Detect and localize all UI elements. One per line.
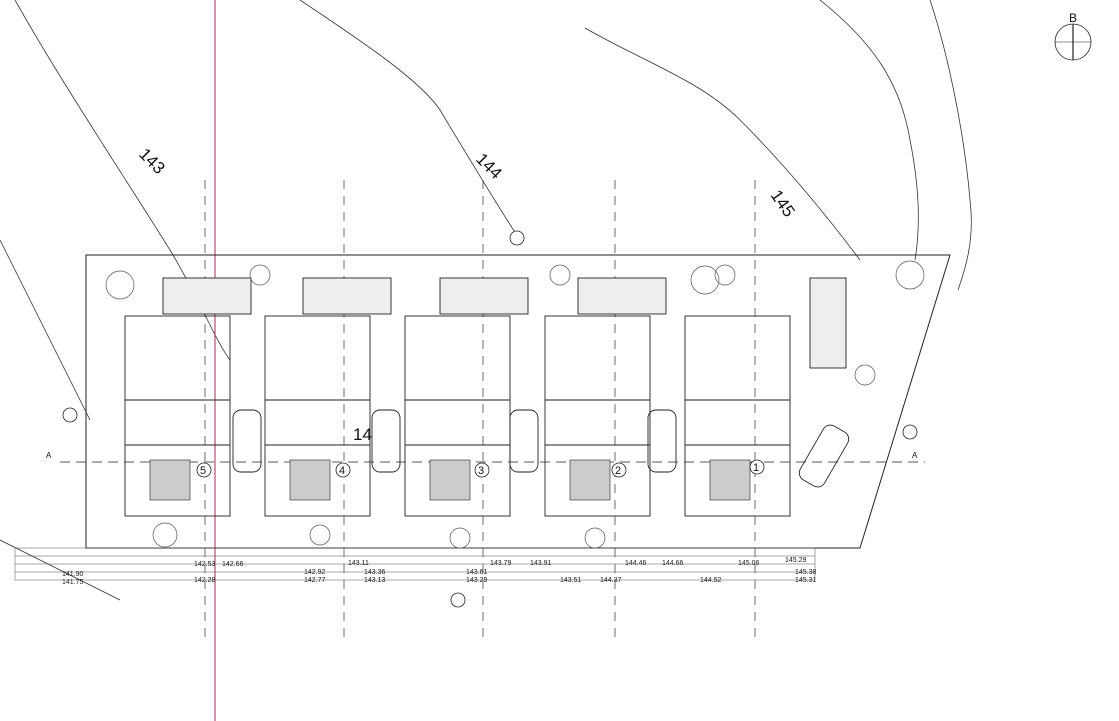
spot-level: 143.29 [466, 577, 488, 584]
section-circle-markers [62, 230, 918, 608]
spot-level: 142.28 [194, 577, 216, 584]
spot-level: 141.90 [62, 571, 84, 578]
spot-level: 142.92 [304, 569, 326, 576]
spot-level: 143.91 [530, 560, 552, 567]
section-marker-a-right: A [912, 451, 918, 460]
cars [232, 409, 850, 488]
contour-label-14: 14 [353, 425, 372, 444]
spot-level: 144.46 [625, 560, 647, 567]
contour-label-145: 145 [767, 186, 799, 220]
contour-label-143: 143 [135, 144, 168, 177]
unit-numbers: 5 4 3 2 1 [196, 459, 765, 478]
unit-number-2: 2 [615, 465, 621, 477]
pools [162, 277, 847, 369]
contour-label-144: 144 [472, 149, 505, 182]
spot-level: 142.53 [194, 561, 216, 568]
site-boundary [85, 254, 951, 549]
spot-level: 145.29 [785, 557, 807, 564]
section-marker-a-left: A [46, 451, 52, 460]
spot-level: 143.36 [364, 569, 386, 576]
spot-level: 143.61 [466, 569, 488, 576]
spot-level: 143.51 [560, 577, 582, 584]
spot-level: 145.06 [738, 560, 760, 567]
spot-level: 145.31 [795, 577, 817, 584]
unit-number-1: 1 [753, 462, 759, 474]
unit-number-5: 5 [200, 465, 206, 477]
spot-level: 142.66 [222, 561, 244, 568]
spot-level: 145.38 [795, 569, 817, 576]
vertical-section-lines [204, 180, 756, 640]
spot-level: 144.66 [662, 560, 684, 567]
spot-level: 143.79 [490, 560, 512, 567]
north-arrow: B [1054, 11, 1092, 61]
trees [105, 260, 925, 549]
spot-level: 141.75 [62, 579, 84, 586]
spot-level: 144.52 [700, 577, 722, 584]
spot-level: 143.13 [364, 577, 386, 584]
contour-lines [0, 0, 972, 601]
sidewalk [14, 547, 816, 581]
north-arrow-label: B [1069, 11, 1077, 25]
stairs [149, 459, 751, 501]
spot-level: 144.37 [600, 577, 622, 584]
unit-number-3: 3 [478, 465, 484, 477]
spot-levels: 141.90 141.75 142.53 142.28 142.66 142.9… [62, 557, 817, 586]
house-blocks [124, 315, 791, 517]
spot-level: 143.11 [348, 560, 369, 567]
spot-level: 142.77 [304, 577, 326, 584]
unit-number-4: 4 [339, 465, 345, 477]
